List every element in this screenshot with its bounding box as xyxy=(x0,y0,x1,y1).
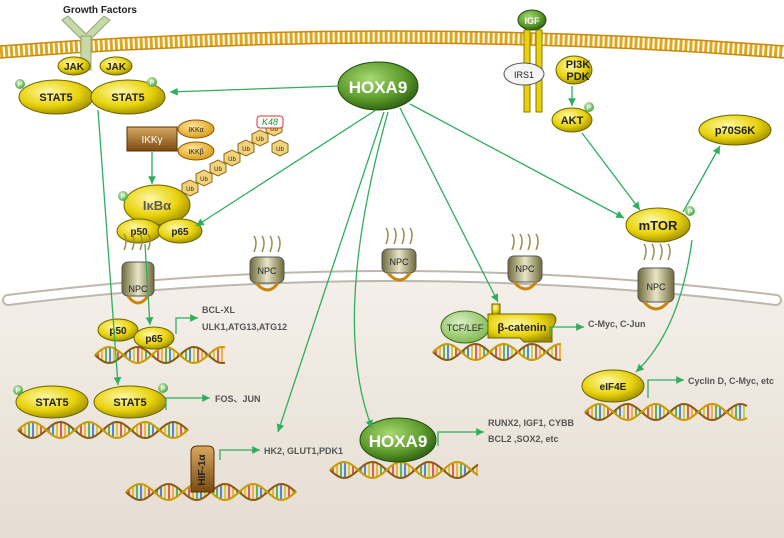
svg-text:NPC: NPC xyxy=(646,282,666,292)
svg-text:P: P xyxy=(18,82,23,89)
k48-box xyxy=(256,115,284,129)
growth-factors-label: Growth Factors xyxy=(63,5,137,16)
dna-helix xyxy=(584,402,748,422)
phospho-icon xyxy=(15,79,25,89)
svg-text:NPC: NPC xyxy=(389,257,409,267)
eif4e-label: eIF4E xyxy=(600,382,627,393)
ikk-beta-label: IKKβ xyxy=(188,149,203,156)
k48-label: K48 xyxy=(262,117,278,127)
svg-text:Ub: Ub xyxy=(200,177,208,183)
svg-text:P: P xyxy=(587,105,592,112)
phospho-icon xyxy=(147,77,157,87)
target-bcl-xl: BCL-XL xyxy=(202,305,235,315)
nuclear-p65-label: p65 xyxy=(145,334,163,345)
dna-helix xyxy=(17,420,189,440)
jak-right xyxy=(99,56,133,76)
jak-left-label: JAK xyxy=(64,62,85,73)
beta-catenin-node xyxy=(487,313,557,343)
hoxa9-nuclear xyxy=(359,417,437,463)
jak-right-label: JAK xyxy=(106,62,127,73)
npc-5: NPC xyxy=(637,243,675,311)
beta-catenin-label: β-catenin xyxy=(498,322,547,334)
svg-text:P: P xyxy=(16,388,21,395)
signaling-arrows xyxy=(97,85,721,460)
phospho-icon xyxy=(158,383,168,393)
phospho-icon xyxy=(118,191,128,201)
npc-3: NPC xyxy=(381,227,417,282)
p65-node xyxy=(157,218,203,244)
svg-text:Ub: Ub xyxy=(186,187,194,193)
pdk-label: PDK xyxy=(566,71,589,83)
target-cmyc-cjun: C-Myc, C-Jun xyxy=(588,319,646,329)
p70s6k-label: p70S6K xyxy=(715,125,755,137)
svg-text:NPC: NPC xyxy=(128,284,148,294)
svg-text:Ub: Ub xyxy=(276,147,284,153)
svg-text:Ub: Ub xyxy=(270,127,278,133)
irs1-label: IRS1 xyxy=(514,70,534,80)
target-runx2: RUNX2, IGF1, CYBB xyxy=(488,418,575,428)
npc-2: NPC xyxy=(249,235,285,292)
hif1a-label: HIF-1α xyxy=(197,454,208,486)
tcf-lef-label: TCF/LEF xyxy=(447,323,484,333)
akt-node xyxy=(551,107,593,133)
stat5-label: STAT5 xyxy=(111,92,144,104)
hoxa9-nuclear-label: HOXA9 xyxy=(369,432,428,451)
ikb-alpha-label: IκBα xyxy=(143,198,171,213)
pi3k-label: PI3K xyxy=(566,59,591,71)
target-hk2: HK2, GLUT1,PDK1 xyxy=(264,446,343,456)
stat5-label: STAT5 xyxy=(35,397,68,409)
hoxa9-label: HOXA9 xyxy=(349,78,408,97)
nuclear-p50 xyxy=(97,318,139,342)
igf-node xyxy=(517,9,547,31)
npc-4: NPC xyxy=(507,233,543,291)
phospho-icon xyxy=(13,385,23,395)
ikk-alpha-label: IKKα xyxy=(188,127,203,134)
p50-label: p50 xyxy=(130,227,148,238)
target-ulk1: ULK1,ATG13,ATG12 xyxy=(202,322,287,332)
target-fos-jun: FOS、JUN xyxy=(215,394,261,404)
stat5-membrane-right xyxy=(90,79,166,115)
svg-text:Ub: Ub xyxy=(242,147,250,153)
svg-text:P: P xyxy=(150,80,155,87)
p70s6k-node xyxy=(698,114,772,146)
svg-text:P: P xyxy=(688,209,693,216)
stat5-label: STAT5 xyxy=(39,92,72,104)
svg-text:NPC: NPC xyxy=(257,266,277,276)
ikk-alpha-node xyxy=(177,119,215,139)
jak-left xyxy=(57,56,91,76)
svg-text:Ub: Ub xyxy=(256,137,264,143)
eif4e-node xyxy=(581,369,645,403)
nuclear-p50-label: p50 xyxy=(109,326,127,337)
svg-text:Ub: Ub xyxy=(228,157,236,163)
ikk-beta-node xyxy=(177,141,215,161)
ikk-gamma-node xyxy=(126,126,178,152)
dna-helix xyxy=(329,460,479,480)
nuclear-stat5-left xyxy=(15,385,89,419)
pi3k-pdk-node xyxy=(555,55,593,85)
svg-text:NPC: NPC xyxy=(515,264,535,274)
akt-label: AKT xyxy=(561,115,584,127)
cell-membrane xyxy=(0,30,784,59)
ikk-gamma-label: IKKγ xyxy=(141,135,162,146)
igf-label: IGF xyxy=(525,16,541,26)
target-cyclin: Cyclin D, C-Myc, etc xyxy=(688,376,774,386)
svg-text:P: P xyxy=(121,194,126,201)
phospho-icon xyxy=(685,206,695,216)
mtor-label: mTOR xyxy=(639,218,678,233)
nuclear-p65 xyxy=(133,326,175,350)
target-bcl2: BCL2 ,SOX2, etc xyxy=(488,434,559,444)
p65-label: p65 xyxy=(171,227,189,238)
hif1a-node xyxy=(190,445,215,493)
svg-text:Ub: Ub xyxy=(214,167,222,173)
phospho-icon xyxy=(584,102,594,112)
dna-layer xyxy=(17,342,748,502)
npc-1: NPC xyxy=(121,233,155,305)
irs1-node xyxy=(503,62,545,86)
stat5-label: STAT5 xyxy=(113,397,146,409)
mtor-node xyxy=(625,207,691,243)
dna-helix xyxy=(432,342,562,362)
svg-text:P: P xyxy=(161,386,166,393)
